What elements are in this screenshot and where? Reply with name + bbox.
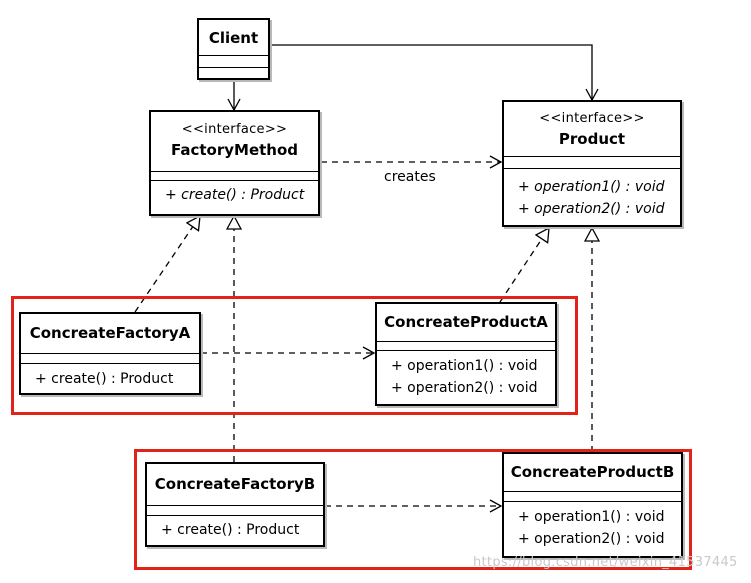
class-name: ConcreateFactoryA [29, 324, 191, 342]
class-concreate-factory-b: ConcreateFactoryB + create() : Product [145, 462, 325, 547]
class-factory-method: <<interface>> FactoryMethod + create() :… [149, 110, 320, 216]
stereotype-label: <<interface>> [181, 122, 288, 137]
highlight-box-group-a [11, 296, 578, 415]
operations-list: + create() : Product [21, 364, 199, 390]
operation: + operation1() : void [518, 509, 665, 525]
class-name: ConcreateProductB [510, 463, 675, 481]
operation: + create() : Product [165, 187, 305, 203]
class-name: Client [208, 29, 259, 47]
operations-list: + operation1() : void + operation2() : v… [504, 169, 680, 220]
operations-list: + create() : Product [151, 181, 318, 206]
class-name: ConcreateFactoryB [154, 475, 316, 493]
class-name: Product [558, 130, 626, 148]
client-to-product-arrow [268, 44, 599, 102]
operations-list: + operation1() : void + operation2() : v… [504, 502, 681, 550]
operations-list: + create() : Product [147, 516, 323, 541]
class-concreate-product-a: ConcreateProductA + operation1() : void … [375, 302, 557, 406]
producta-realizes-product [499, 228, 549, 303]
operation: + create() : Product [161, 522, 300, 538]
operation: + create() : Product [35, 371, 174, 387]
operation: + operation2() : void [391, 380, 538, 396]
operation: + operation2() : void [518, 201, 665, 217]
highlight-box-group-b [134, 449, 692, 570]
operation: + operation1() : void [391, 358, 538, 374]
watermark-text: https://blog.csdn.net/weixin_41537445 [473, 555, 738, 570]
class-concreate-factory-a: ConcreateFactoryA + create() : Product [19, 312, 201, 395]
creates-label: creates [384, 169, 436, 185]
operation: + operation2() : void [518, 531, 665, 547]
class-client: Client [197, 18, 270, 80]
operations-list: + operation1() : void + operation2() : v… [377, 351, 555, 399]
stereotype-label: <<interface>> [539, 111, 645, 126]
operation: + operation1() : void [518, 179, 665, 195]
class-name: ConcreateProductA [384, 313, 548, 331]
class-concreate-product-b: ConcreateProductB + operation1() : void … [502, 452, 683, 558]
class-name: FactoryMethod [170, 141, 299, 159]
class-product: <<interface>> Product + operation1() : v… [502, 100, 682, 227]
factorya-realizes-factorymethod [134, 216, 200, 313]
